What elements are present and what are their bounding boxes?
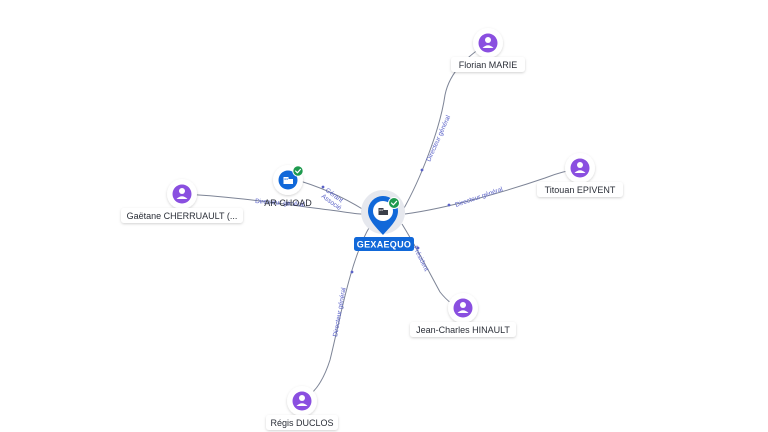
building-icon xyxy=(283,177,293,184)
verified-check-icon xyxy=(388,197,400,209)
edge-marker-regis xyxy=(350,270,354,274)
edge-marker-florian xyxy=(420,168,424,172)
person-node-regis[interactable]: Régis DUCLOS xyxy=(266,386,338,430)
edge-jeancharles xyxy=(401,223,463,309)
person-name: Jean-Charles HINAULT xyxy=(416,325,510,335)
edge-gaetane xyxy=(181,193,363,215)
person-name: Titouan EPIVENT xyxy=(545,185,616,195)
person-node-florian[interactable]: Florian MARIE xyxy=(451,28,525,72)
edge-label-regis: Directeur général xyxy=(332,286,348,337)
edge-label-titouan: Directeur général xyxy=(454,186,504,209)
edge-marker-titouan xyxy=(447,203,451,207)
company-node-gexaequo[interactable]: GEXAEQUO xyxy=(354,190,414,251)
building-icon xyxy=(378,208,388,215)
person-name: Régis DUCLOS xyxy=(270,418,333,428)
edge-marker-jeancharles xyxy=(416,246,420,250)
person-node-jeancharles[interactable]: Jean-Charles HINAULT xyxy=(410,293,516,337)
edge-markers xyxy=(321,168,451,274)
person-node-gaetane[interactable]: Gaëtane CHERRUAULT (... xyxy=(121,179,243,223)
person-node-titouan[interactable]: Titouan EPIVENT xyxy=(537,153,623,197)
edge-marker-archoad xyxy=(321,185,325,189)
company-name: GEXAEQUO xyxy=(357,240,411,250)
company-node-archoad[interactable]: AR CHOAD xyxy=(264,165,312,208)
person-name: Florian MARIE xyxy=(459,60,518,70)
person-name: Gaëtane CHERRUAULT (... xyxy=(127,211,238,221)
company-name: AR CHOAD xyxy=(264,198,312,208)
verified-check-icon xyxy=(292,165,304,177)
company-name-badge xyxy=(354,237,414,251)
edge-label-jeancharles: Président xyxy=(411,245,429,273)
edge-label-gaetane: Directeur général xyxy=(255,198,306,208)
